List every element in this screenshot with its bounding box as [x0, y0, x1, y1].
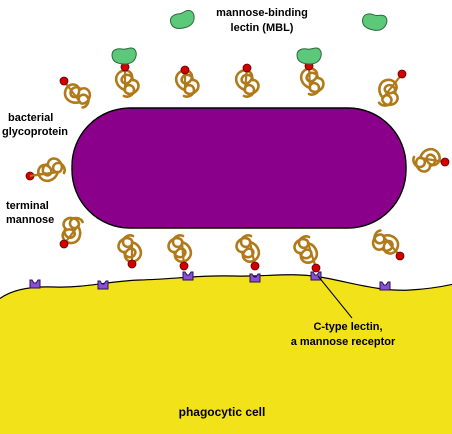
glycoprotein-label-line1: bacterial — [8, 112, 53, 124]
terminal-mannose — [59, 239, 69, 249]
glycoprotein-coil-icon — [412, 147, 442, 173]
glycoprotein-coil-icon — [299, 66, 325, 96]
phagocytic-cell — [0, 274, 452, 434]
glycoprotein-coil-icon — [370, 75, 406, 112]
terminal-mannose — [127, 259, 137, 269]
glycoprotein — [412, 147, 450, 173]
glycoprotein-group — [25, 61, 450, 273]
terminal-mannose — [311, 263, 321, 273]
mannose-receptor-icon — [310, 271, 322, 281]
mannose-label-line2: mannose — [6, 214, 54, 226]
glycoprotein-coil-icon — [53, 210, 91, 249]
mannose-receptor-icon — [97, 280, 109, 290]
mannose-receptor-icon — [29, 279, 41, 289]
mannose-label-line1: terminal — [6, 200, 49, 212]
mbl-icon — [296, 47, 322, 65]
mannose-receptor-icon — [182, 271, 194, 281]
glycoprotein — [117, 234, 143, 269]
glycoprotein-label-line2: glycoprotein — [2, 126, 68, 138]
glycoprotein-coil-icon — [167, 234, 193, 264]
glycoprotein-coil-icon — [117, 234, 143, 264]
glycoprotein — [293, 235, 321, 273]
receptor-label-line2: a mannose receptor — [291, 336, 396, 348]
glycoprotein — [299, 61, 325, 96]
phagocytic-cell-label: phagocytic cell — [179, 405, 266, 419]
receptor-leader-line — [317, 275, 353, 319]
glycoprotein — [59, 76, 97, 114]
glycoprotein — [114, 62, 140, 98]
terminal-mannose — [397, 69, 407, 79]
terminal-mannose — [440, 157, 450, 167]
terminal-mannose — [242, 63, 252, 73]
glycoprotein-coil-icon — [235, 234, 261, 264]
terminal-mannose — [179, 261, 189, 271]
glycoprotein — [370, 69, 407, 112]
mannose-receptor-icon — [379, 281, 391, 291]
mannose-receptor-icon — [249, 273, 261, 283]
terminal-mannose — [250, 261, 260, 271]
glycoprotein — [174, 65, 200, 98]
glycoprotein-coil-icon — [234, 68, 260, 98]
mbl-icon — [168, 8, 197, 32]
terminal-mannose — [180, 65, 190, 75]
glycoprotein-coil-icon — [36, 157, 66, 183]
glycoprotein — [25, 157, 66, 183]
glycoprotein — [53, 210, 91, 249]
glycoprotein-coil-icon — [114, 68, 140, 98]
glycoprotein — [167, 234, 193, 271]
receptor-label-line1: C-type lectin, — [313, 321, 382, 333]
mbl-label-line1: mannose-binding — [216, 7, 308, 19]
mbl-label-line2: lectin (MBL) — [231, 22, 294, 34]
glycoprotein — [235, 234, 261, 271]
glycoprotein-coil-icon — [174, 68, 200, 98]
terminal-mannose — [395, 251, 405, 261]
glycoprotein — [234, 63, 260, 98]
mbl-icon — [360, 11, 389, 33]
glycoprotein — [366, 224, 405, 262]
bacterium — [71, 107, 407, 229]
mbl-icon — [111, 47, 137, 65]
terminal-mannose — [59, 76, 69, 86]
